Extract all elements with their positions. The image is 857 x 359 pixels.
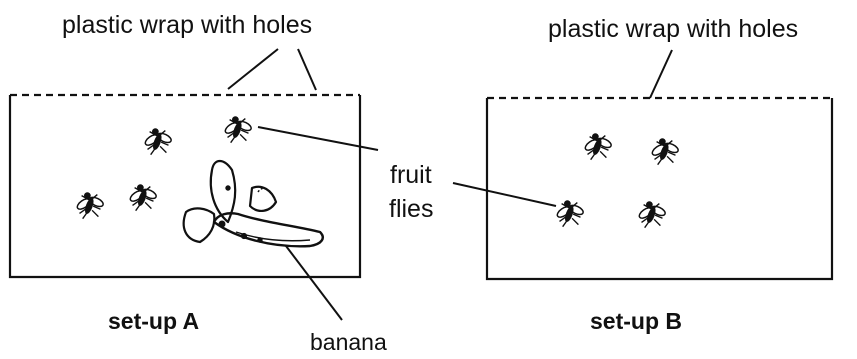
fruit-flies-label-line2: flies bbox=[389, 195, 433, 223]
setup-a-label: set-up A bbox=[108, 308, 199, 334]
banana-icon bbox=[184, 161, 323, 246]
banana-pointer bbox=[286, 246, 342, 320]
fruit-fly-icon bbox=[556, 200, 585, 226]
container-b bbox=[487, 98, 832, 279]
fruit-fly-icon bbox=[638, 201, 667, 227]
wrap-b-pointer bbox=[650, 50, 672, 98]
fruit-fly-icon bbox=[76, 192, 105, 218]
wrap-a-label: plastic wrap with holes bbox=[62, 11, 312, 39]
setup-b-label: set-up B bbox=[590, 308, 682, 334]
banana-label: banana bbox=[310, 329, 387, 355]
fruit-fly-icon bbox=[651, 138, 680, 164]
fruit-fly-icon bbox=[224, 116, 253, 142]
setup-a bbox=[10, 49, 360, 320]
fruit-flies-pointer-b bbox=[453, 183, 556, 206]
setup-b bbox=[487, 50, 832, 279]
wrap-a-pointer-2 bbox=[298, 49, 316, 90]
fruit-fly-icon bbox=[144, 128, 173, 154]
container-a bbox=[10, 95, 360, 277]
wrap-a-pointer-1 bbox=[228, 49, 278, 89]
wrap-b-label: plastic wrap with holes bbox=[548, 15, 798, 43]
fruit-fly-icon bbox=[129, 184, 158, 210]
fruit-flies-label-line1: fruit bbox=[390, 161, 432, 189]
fruit-fly-icon bbox=[584, 133, 613, 159]
